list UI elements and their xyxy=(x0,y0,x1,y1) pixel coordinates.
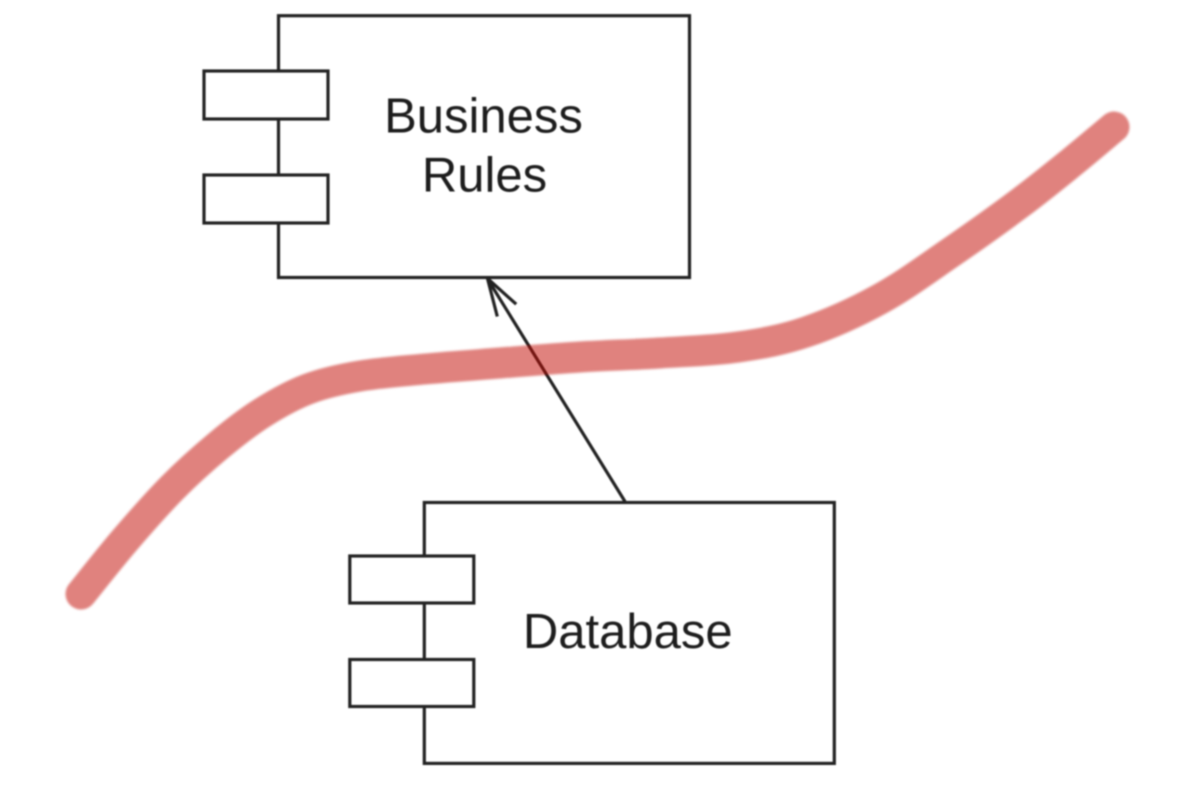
svg-text:Business: Business xyxy=(384,89,583,143)
svg-text:Rules: Rules xyxy=(422,149,547,203)
svg-text:Database: Database xyxy=(523,605,733,659)
